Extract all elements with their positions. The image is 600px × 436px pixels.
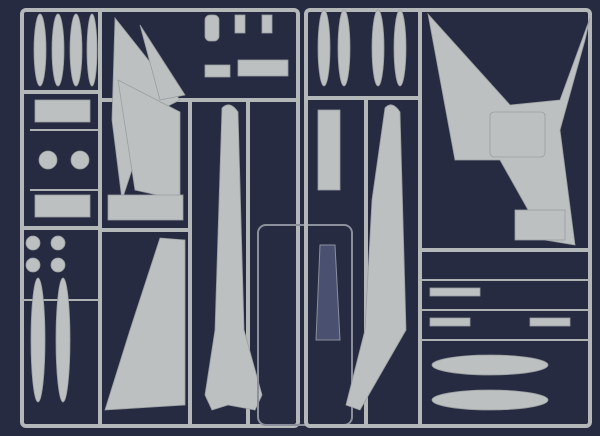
fuel-tank-part	[86, 13, 98, 87]
fuel-tank-part	[431, 389, 549, 411]
small-parts	[514, 209, 566, 241]
landing-gear-parts	[107, 194, 184, 221]
wheel-part	[25, 235, 41, 251]
landing-gear-parts	[34, 99, 91, 123]
wheel-part	[38, 150, 58, 170]
small-part	[204, 64, 231, 78]
pylon-part	[529, 317, 571, 327]
wheel-part	[50, 235, 66, 251]
wheel-part	[50, 257, 66, 273]
fin-part	[139, 24, 186, 101]
fuel-tank-part	[33, 13, 47, 87]
wheel-part	[25, 257, 41, 273]
missile-part	[55, 277, 71, 403]
cockpit-tub-part	[317, 109, 341, 191]
wing-lower-part	[104, 237, 186, 411]
intake-part	[204, 14, 220, 42]
missile-part	[371, 9, 385, 87]
wheel-part	[70, 150, 90, 170]
canopy-part	[315, 244, 341, 341]
missile-part	[393, 9, 407, 87]
fuel-tank-part	[431, 354, 549, 376]
missile-part	[317, 9, 331, 87]
pylon-part	[429, 317, 471, 327]
landing-gear-parts	[34, 194, 91, 218]
small-part	[261, 14, 273, 34]
fuel-tank-part	[51, 13, 65, 87]
fuselage-half-part	[204, 104, 263, 411]
panel-part	[237, 59, 289, 77]
fuselage-half-part	[345, 104, 407, 411]
missile-part	[30, 277, 46, 403]
fuel-tank-part	[69, 13, 83, 87]
left-sprue-parts	[25, 13, 289, 411]
missile-part	[337, 9, 351, 87]
pylon-part	[429, 287, 481, 297]
small-part	[234, 14, 246, 34]
right-sprue-parts	[317, 9, 591, 411]
wing-center-part	[489, 111, 546, 158]
